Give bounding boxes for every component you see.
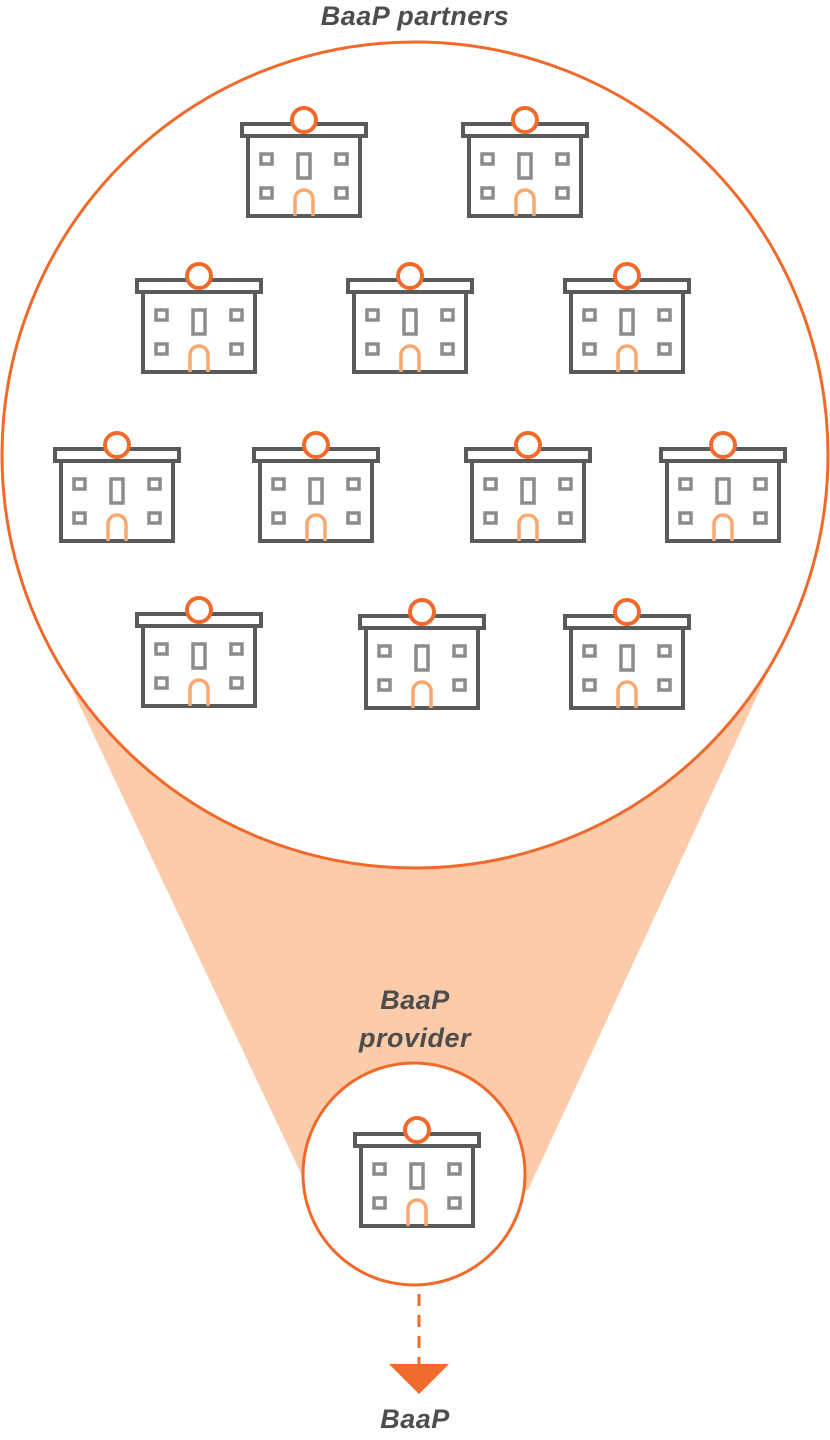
provider-label: BaaP provider [0,981,830,1057]
arrow-down-icon [389,1364,449,1394]
provider-label-line1: BaaP [380,985,450,1015]
baap-label: BaaP [380,1404,450,1434]
partners-label: BaaP partners [320,1,510,31]
provider-label-line2: provider [358,1023,472,1053]
provider-circle [301,1061,527,1287]
